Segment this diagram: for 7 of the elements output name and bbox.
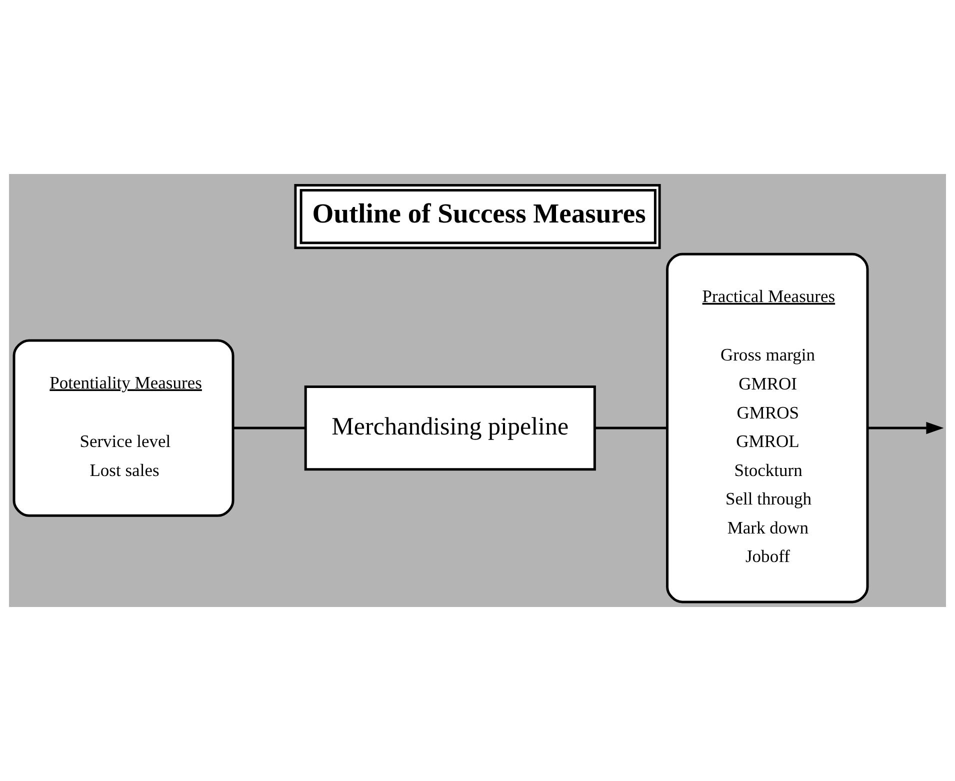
connector bbox=[233, 426, 306, 430]
arrow bbox=[868, 422, 944, 434]
diagram-title: Outline of Success Measures bbox=[312, 197, 646, 228]
connector bbox=[594, 426, 667, 430]
node-box: Potentiality Measures Service level Lost sales bbox=[12, 339, 234, 517]
node-box: Merchandising pipeline bbox=[304, 386, 596, 471]
node-box: Practical Measures Gross margin GMROI GMROS GMROL Stockturn Sell through Mark down Joboff bbox=[666, 252, 869, 604]
